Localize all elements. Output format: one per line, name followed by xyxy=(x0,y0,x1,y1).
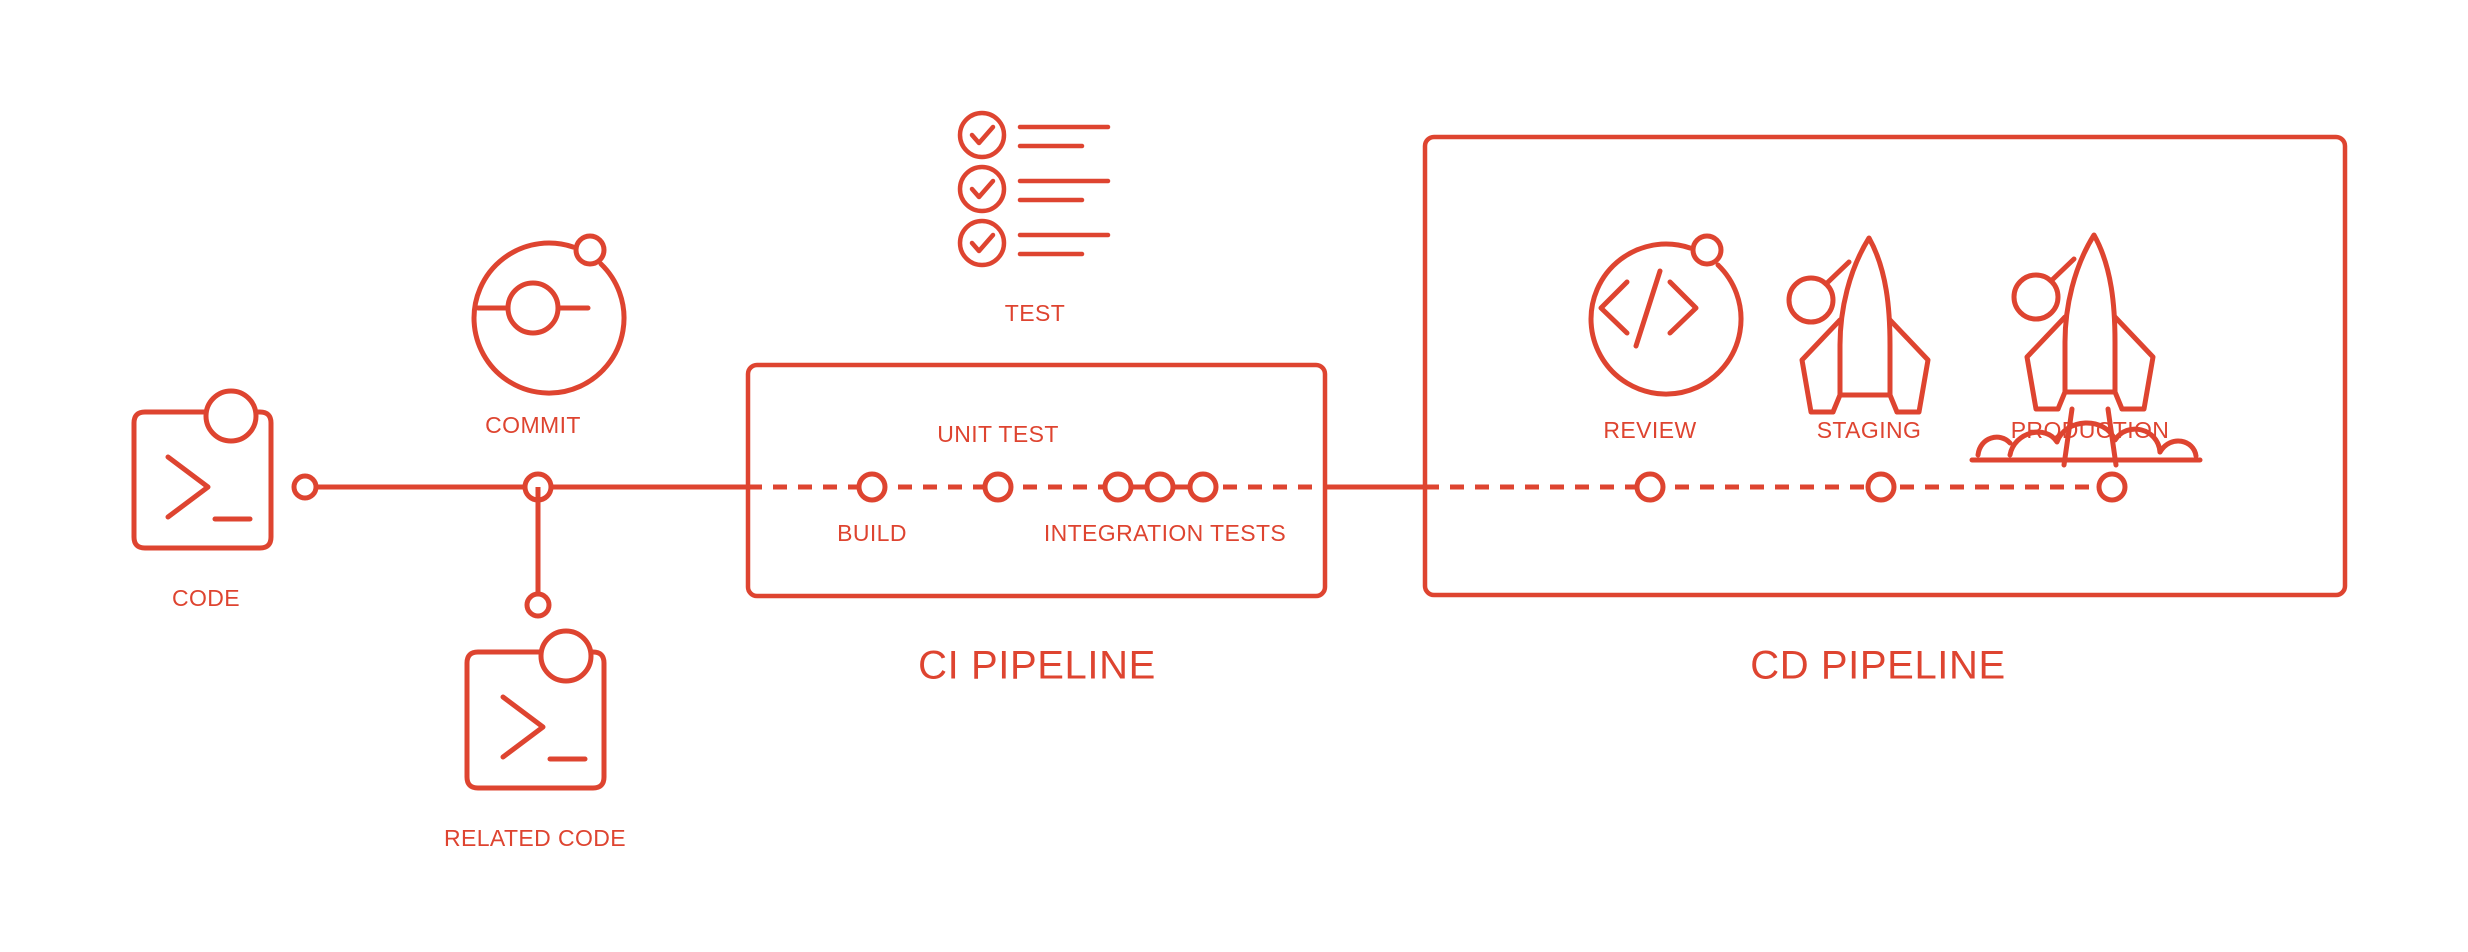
build-label: BUILD xyxy=(837,520,907,546)
terminal-code-icon xyxy=(203,388,259,444)
review-label: REVIEW xyxy=(1603,417,1696,443)
related-code-icon-group xyxy=(464,628,607,791)
rail-node-review[interactable] xyxy=(1634,471,1666,503)
production-icon-group xyxy=(1969,232,2203,468)
staging-label: STAGING xyxy=(1817,417,1922,443)
ci-pipeline-box xyxy=(745,362,1328,599)
rail-node-build[interactable] xyxy=(856,471,888,503)
commit-label: COMMIT xyxy=(485,412,581,438)
rail-node-unit-test[interactable] xyxy=(982,471,1014,503)
code-label: CODE xyxy=(172,585,240,611)
rail-node-related-code[interactable] xyxy=(524,591,552,619)
staging-icon-group xyxy=(1786,235,1931,415)
cd-pipeline-box xyxy=(1422,134,2348,598)
production-label: PRODUCTION xyxy=(2011,417,2170,443)
rail-node-integration-test-3[interactable] xyxy=(1187,471,1219,503)
commit-icon-group xyxy=(471,233,627,396)
rail-node-code[interactable] xyxy=(291,473,319,501)
related-code-label: RELATED CODE xyxy=(444,825,626,851)
rail-node-integration-test-2[interactable] xyxy=(1144,471,1176,503)
integration-tests-cluster xyxy=(1102,471,1219,503)
rocket-launch-icon xyxy=(2011,272,2061,322)
code-brackets-circle-icon xyxy=(1690,233,1724,267)
unit-test-label: UNIT TEST xyxy=(937,421,1059,447)
test-label: TEST xyxy=(1005,300,1065,326)
code-icon-group xyxy=(131,388,274,551)
integration-tests-label: INTEGRATION TESTS xyxy=(1044,520,1286,546)
rocket-icon xyxy=(1786,275,1836,325)
rail-node-integration-test-1[interactable] xyxy=(1102,471,1134,503)
git-commit-icon xyxy=(573,233,607,267)
rail-node-staging[interactable] xyxy=(1865,471,1897,503)
terminal-code-icon xyxy=(538,628,594,684)
branch-commit-to-related-code xyxy=(524,487,552,619)
cd-pipeline-title: CD PIPELINE xyxy=(1750,644,2006,688)
test-icon-group xyxy=(957,110,1111,268)
rail-node-production[interactable] xyxy=(2096,471,2128,503)
review-icon-group xyxy=(1588,233,1744,397)
ci-pipeline-title: CI PIPELINE xyxy=(918,644,1156,688)
